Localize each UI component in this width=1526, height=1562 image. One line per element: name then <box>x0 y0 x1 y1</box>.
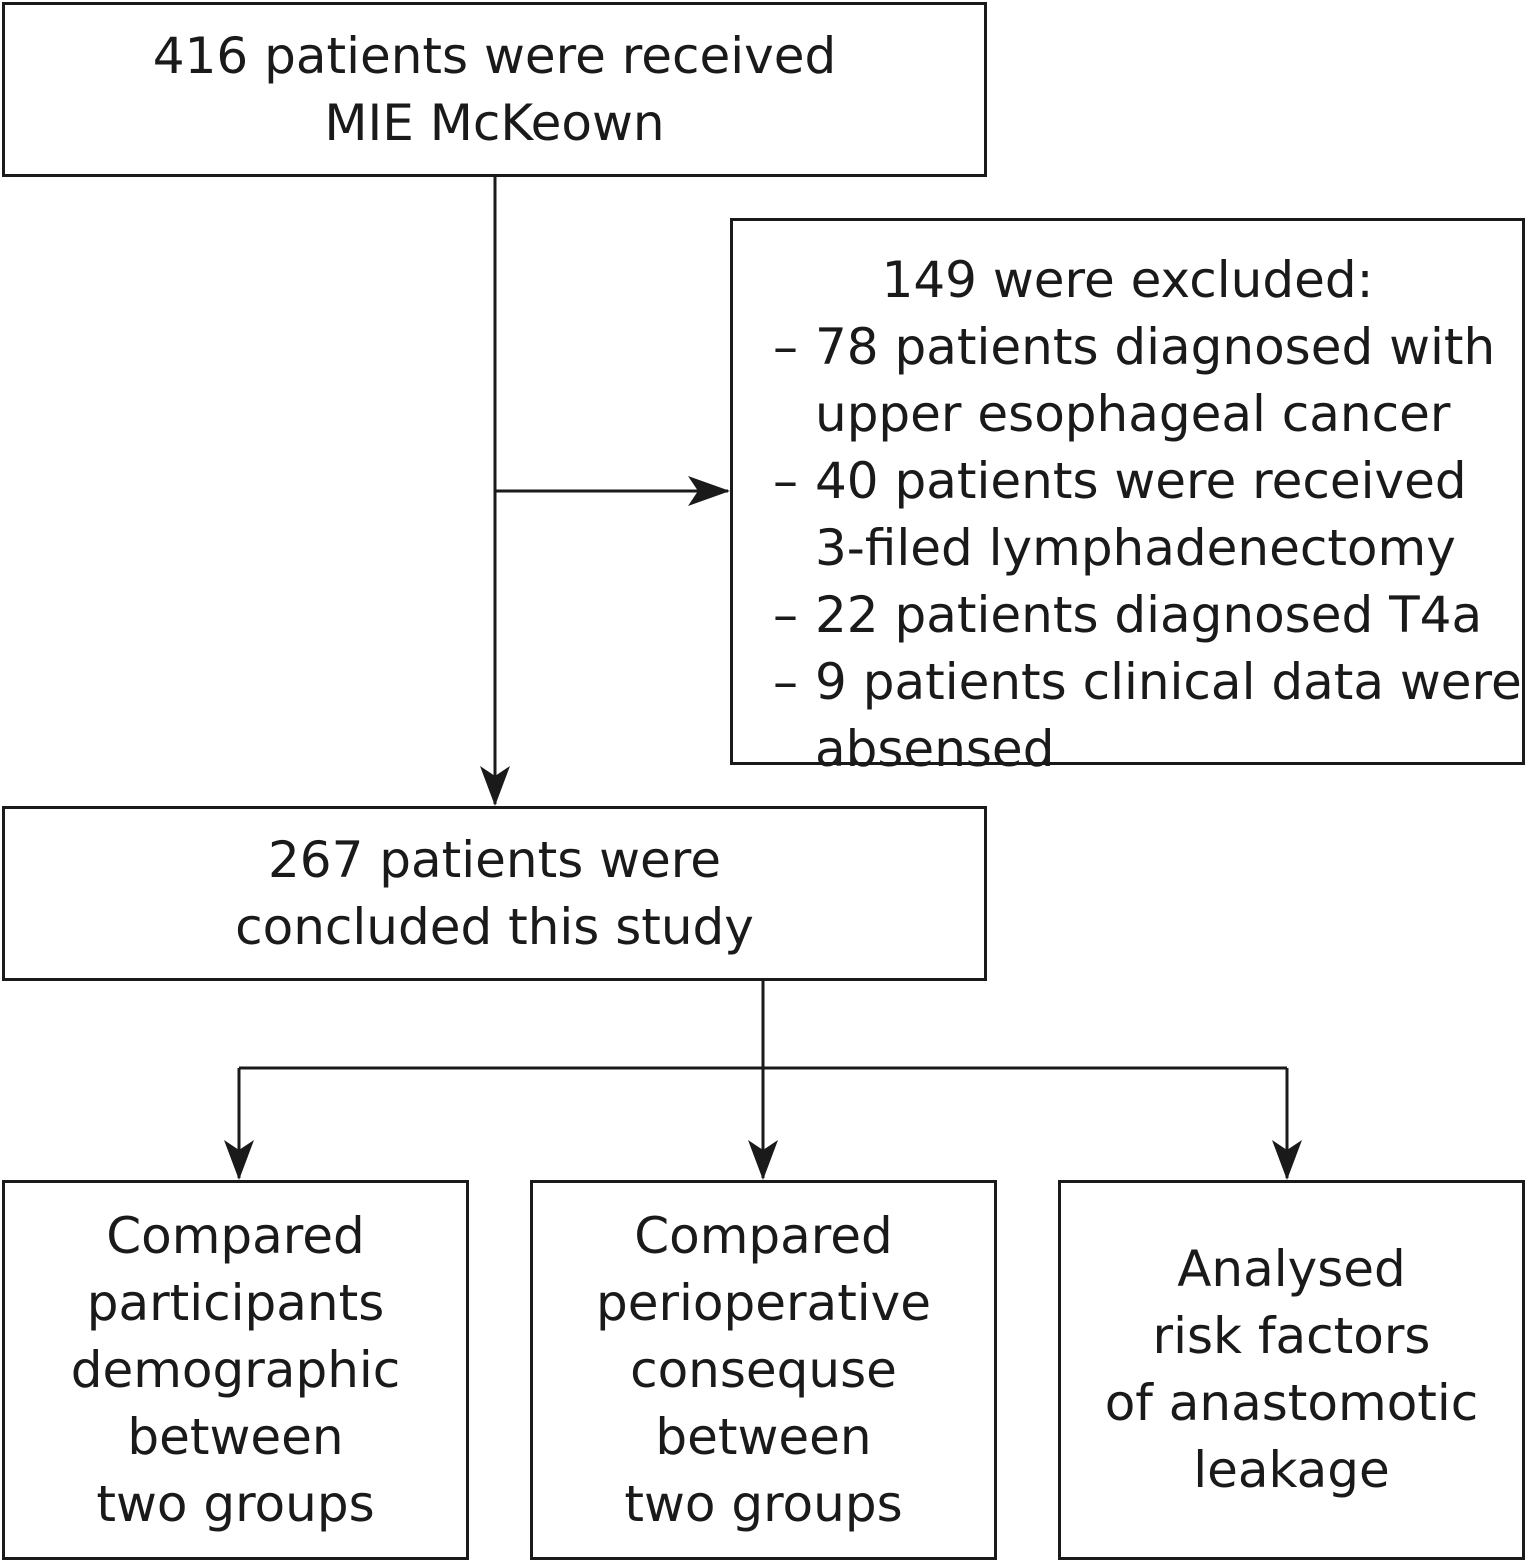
outcome-box-perioperative: Compared perioperative consequse between… <box>530 1180 997 1560</box>
excluded-item-line: 40 patients were received <box>815 452 1467 510</box>
enrolled-line-2: MIE McKeown <box>324 93 665 152</box>
arrowhead-outcome-3 <box>1272 1140 1302 1180</box>
outcome-line: demographic <box>70 1340 401 1399</box>
outcome-line: perioperative <box>595 1273 932 1332</box>
excluded-dash: – <box>773 452 798 510</box>
outcome-line: two groups <box>96 1474 375 1533</box>
included-line-2: concluded this study <box>235 897 754 956</box>
excluded-item-line: absensed <box>815 720 1055 778</box>
outcome-line: Analysed <box>1177 1240 1406 1298</box>
excluded-dash: – <box>773 586 798 644</box>
included-line-1: 267 patients were <box>267 830 722 889</box>
included-box: 267 patients were concluded this study <box>2 806 987 981</box>
excluded-heading: 149 were excluded: <box>881 251 1374 309</box>
outcome-line: participants <box>86 1273 385 1332</box>
enrolled-line-1: 416 patients were received <box>152 26 837 85</box>
excluded-item-line: 78 patients diagnosed with <box>815 318 1496 376</box>
arrowhead-included <box>480 766 510 806</box>
arrowhead-outcome-2 <box>748 1140 778 1180</box>
excluded-item: – 22 patients diagnosed T4a <box>733 582 1522 649</box>
excluded-item-line: 9 patients clinical data were <box>815 653 1522 711</box>
excluded-box: 149 were excluded: – 78 patients diagnos… <box>730 218 1525 778</box>
outcome-line: two groups <box>624 1474 903 1533</box>
outcome-line: consequse <box>630 1340 897 1399</box>
outcome-box-demographics: Compared participants demographic betwee… <box>2 1180 469 1560</box>
excluded-item-line: 22 patients diagnosed T4a <box>815 586 1483 644</box>
arrowhead-excluded <box>688 476 730 506</box>
excluded-item-line: 3-filed lymphadenectomy <box>815 519 1456 577</box>
outcome-line: leakage <box>1193 1441 1390 1499</box>
outcome-line: of anastomotic <box>1104 1374 1479 1432</box>
excluded-dash: – <box>773 653 798 711</box>
excluded-item: – 78 patients diagnosed with upper esoph… <box>733 314 1522 448</box>
arrowhead-outcome-1 <box>224 1140 254 1180</box>
enrolled-box: 416 patients were received MIE McKeown <box>2 2 987 177</box>
outcome-box-risk-factors: Analysed risk factors of anastomotic lea… <box>1058 1180 1525 1560</box>
excluded-item: – 9 patients clinical data were absensed <box>733 649 1522 783</box>
excluded-item: – 40 patients were received 3-filed lymp… <box>733 448 1522 582</box>
outcome-line: Compared <box>106 1206 365 1265</box>
excluded-item-line: upper esophageal cancer <box>815 385 1451 443</box>
outcome-line: between <box>655 1407 872 1466</box>
outcome-line: Compared <box>634 1206 893 1265</box>
excluded-dash: – <box>773 318 798 376</box>
outcome-line: between <box>127 1407 344 1466</box>
outcome-line: risk factors <box>1152 1307 1431 1365</box>
